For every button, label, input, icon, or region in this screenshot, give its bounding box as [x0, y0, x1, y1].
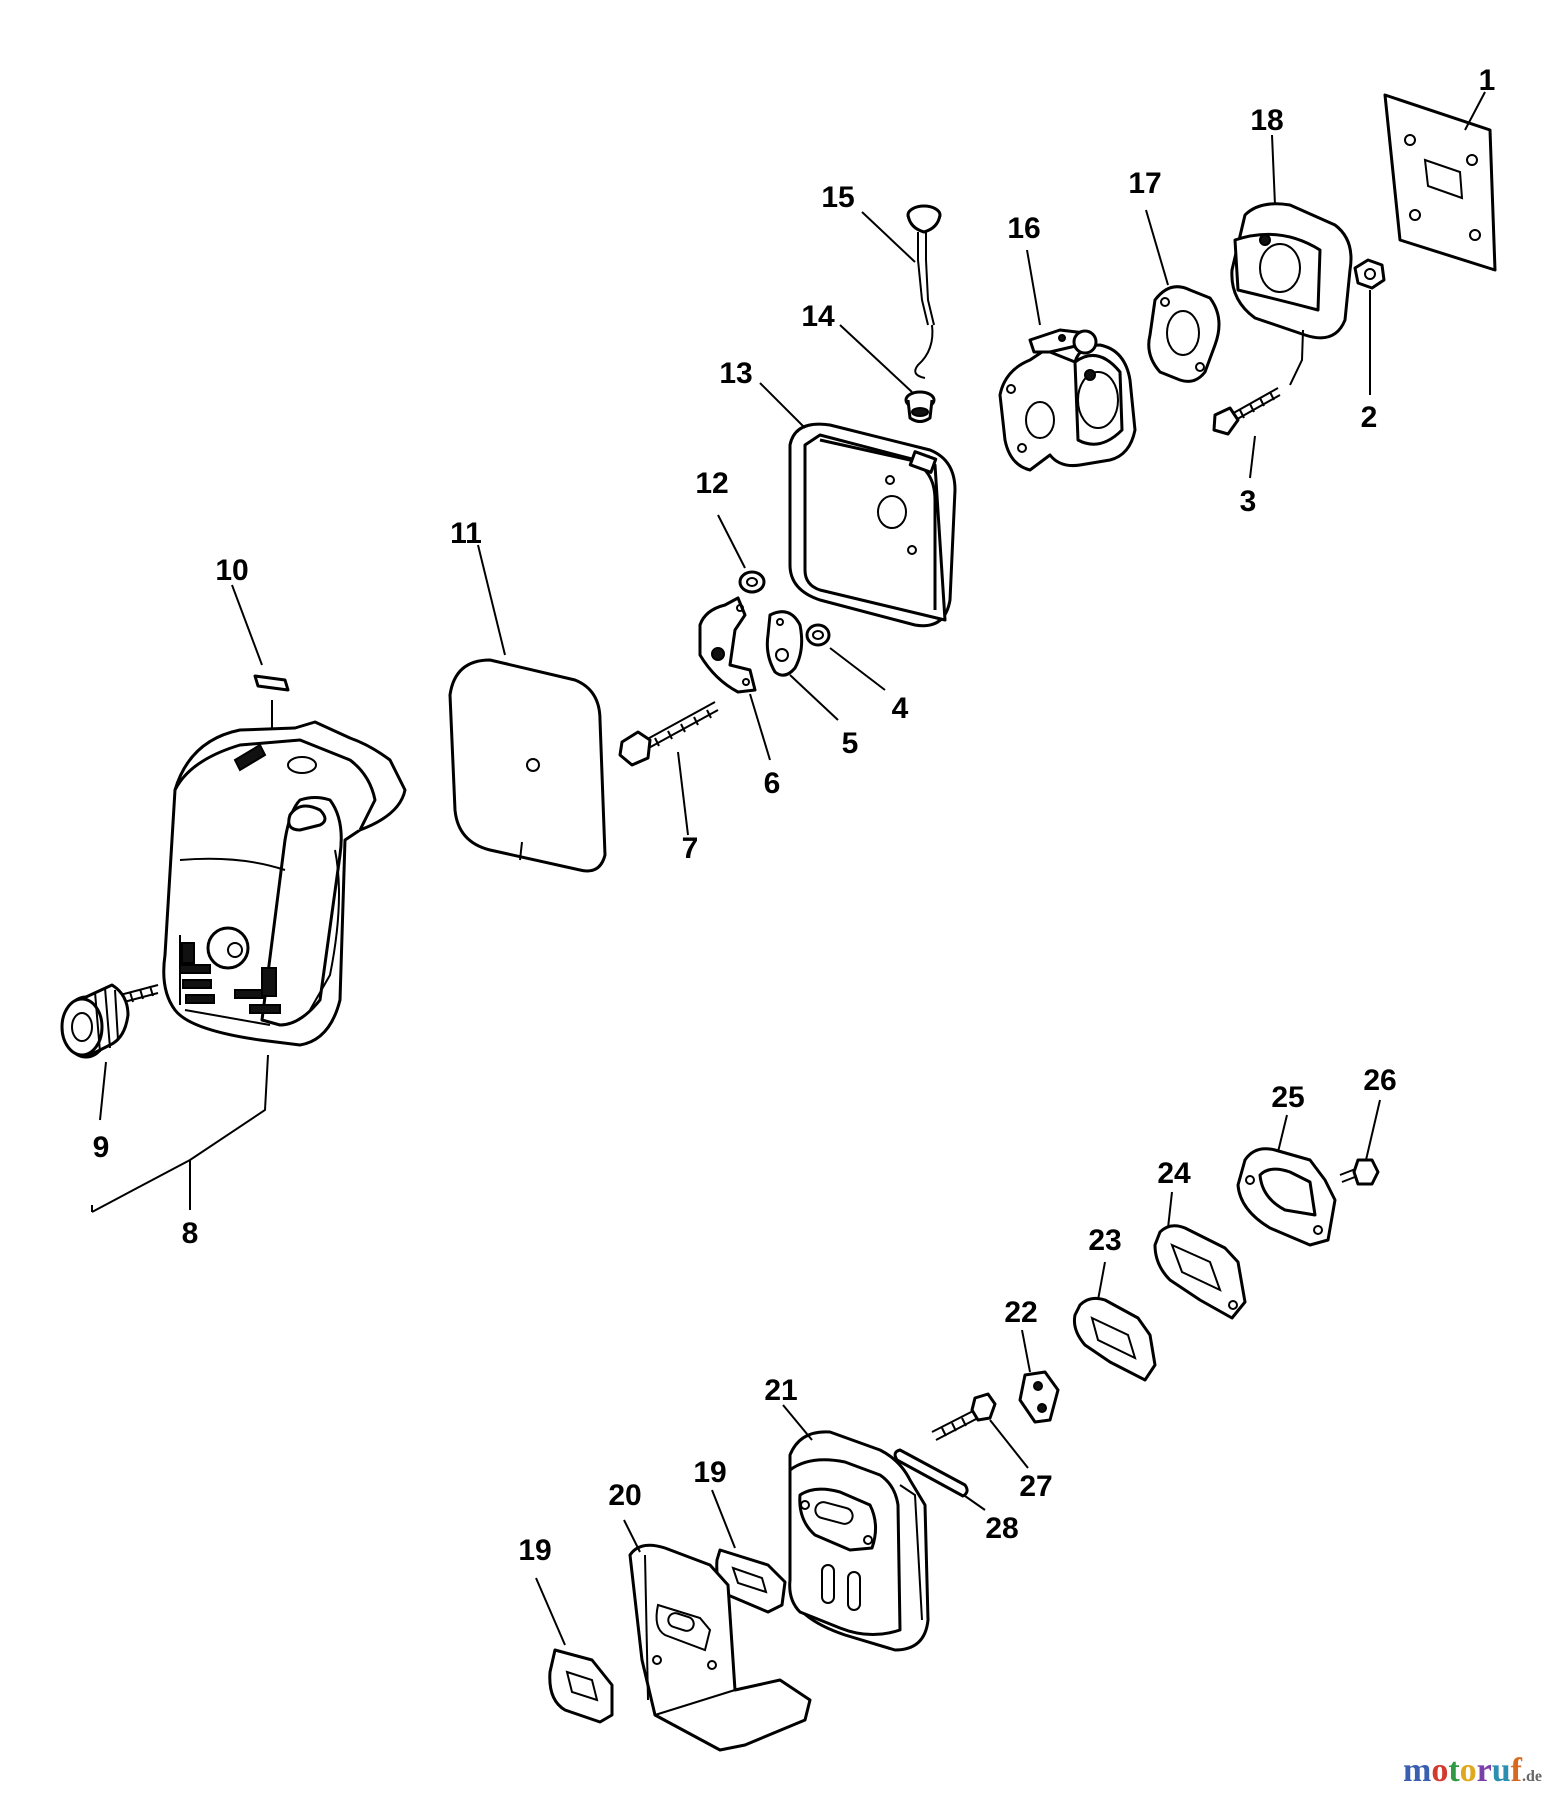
part-19-gasket-lower [548, 1648, 614, 1724]
label-6: 6 [764, 767, 781, 800]
part-10-label [253, 674, 290, 692]
label-15: 15 [821, 181, 854, 214]
part-1-gasket [1383, 93, 1497, 272]
part-8-cover [162, 720, 407, 1047]
part-15-choke-rod [906, 204, 942, 379]
watermark-letter: m [1403, 1752, 1432, 1789]
label-3: 3 [1240, 485, 1257, 518]
label-5: 5 [842, 727, 859, 760]
part-25-exhaust-plate [1236, 1147, 1337, 1247]
part-3-screw [1212, 387, 1281, 436]
part-20-heat-shield [628, 1543, 812, 1752]
watermark-suffix: .de [1522, 1768, 1542, 1785]
watermark-letter: t [1448, 1752, 1460, 1789]
part-28-pin [893, 1448, 969, 1498]
label-27: 27 [1019, 1470, 1052, 1503]
label-14: 14 [801, 300, 835, 333]
watermark-letter: r [1476, 1752, 1492, 1789]
part-5-lever [765, 610, 804, 677]
part-16-carburetor [998, 328, 1137, 472]
part-7-long-screw [618, 701, 719, 767]
label-4: 4 [892, 692, 909, 725]
label-22: 22 [1004, 1296, 1037, 1329]
label-19a: 19 [693, 1456, 726, 1489]
label-28: 28 [985, 1512, 1018, 1545]
part-13-filter-housing [788, 422, 957, 628]
label-21: 21 [764, 1374, 797, 1407]
part-12-washer [738, 570, 766, 594]
part-9-knob [60, 983, 159, 1059]
watermark-letter: o [1431, 1752, 1449, 1789]
part-23-gasket [1073, 1296, 1157, 1382]
label-13: 13 [719, 357, 752, 390]
part-21-muffler [788, 1430, 930, 1652]
label-1: 1 [1479, 64, 1496, 97]
part-24-gasket [1153, 1224, 1247, 1320]
label-8: 8 [182, 1217, 199, 1250]
watermark-logo: motoruf.de [1403, 1752, 1542, 1790]
part-14-grommet [904, 390, 936, 423]
part-22-plate [1018, 1370, 1060, 1424]
label-18: 18 [1250, 104, 1283, 137]
part-18-insulator [1230, 202, 1353, 340]
label-12: 12 [695, 467, 728, 500]
label-26: 26 [1363, 1064, 1396, 1097]
part-11-filter-element [448, 658, 607, 873]
label-25: 25 [1271, 1081, 1304, 1114]
part-27-bolt [931, 1392, 997, 1441]
label-10: 10 [215, 554, 248, 587]
label-19b: 19 [518, 1534, 551, 1567]
part-6-bracket [698, 596, 757, 694]
label-16: 16 [1007, 212, 1040, 245]
watermark-letter: o [1459, 1752, 1477, 1789]
watermark-letter: u [1491, 1752, 1511, 1789]
label-2: 2 [1361, 401, 1378, 434]
part-26-bolt [1339, 1158, 1380, 1186]
label-23: 23 [1088, 1224, 1121, 1257]
label-11: 11 [450, 517, 482, 550]
part-4-washer [805, 623, 831, 647]
part-2-nut [1353, 258, 1386, 290]
label-9: 9 [93, 1131, 110, 1164]
label-20: 20 [608, 1479, 641, 1512]
label-7: 7 [682, 832, 699, 865]
part-17-gasket [1147, 285, 1221, 383]
label-24: 24 [1157, 1157, 1191, 1190]
watermark-letter: f [1510, 1752, 1522, 1789]
label-17: 17 [1128, 167, 1161, 200]
